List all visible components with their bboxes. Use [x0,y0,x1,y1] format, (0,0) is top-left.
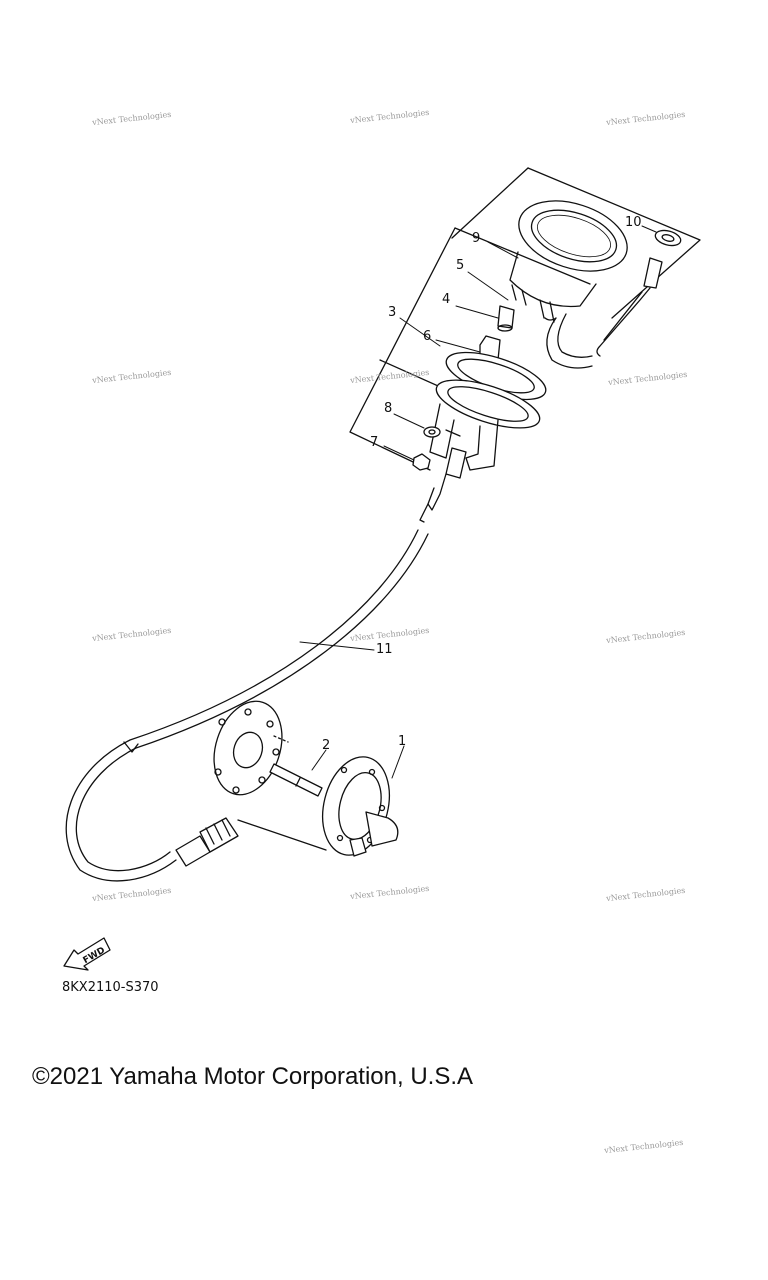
speedometer-cable-part-11 [65,529,429,882]
callout-4: 4 [442,292,450,307]
gear-plate-disc [213,700,289,796]
callout-2: 2 [322,738,330,753]
grommet-part-10 [654,229,682,247]
meter-case-rings [435,351,547,429]
callout-numbers: 1 2 3 4 5 6 7 8 9 10 11 FWD [82,215,642,966]
callout-8: 8 [384,401,392,416]
meter-lead-wire [546,257,663,369]
fwd-arrow-icon [63,937,111,971]
meter-head [509,200,628,323]
cable-upper-connector [419,447,467,523]
callout-5: 5 [456,258,464,273]
callout-9: 9 [472,231,480,246]
callout-6: 6 [423,329,431,344]
nut-part-7 [412,453,431,471]
shaft-part-2 [269,763,323,797]
bulb-socket-part-4 [497,305,515,332]
cable-lower-end [175,817,327,867]
callout-leader-lines [299,225,657,779]
callout-1: 1 [398,734,406,749]
washer-part-8 [423,426,441,438]
callout-11: 11 [376,642,393,657]
diagram-part-code: 8KX2110-S370 [62,980,159,995]
gear-unit-part-1 [322,756,399,857]
callout-10: 10 [625,215,642,230]
callout-7: 7 [370,435,378,450]
copyright-notice: ©2021 Yamaha Motor Corporation, U.S.A [32,1063,474,1090]
callout-3: 3 [388,305,396,320]
